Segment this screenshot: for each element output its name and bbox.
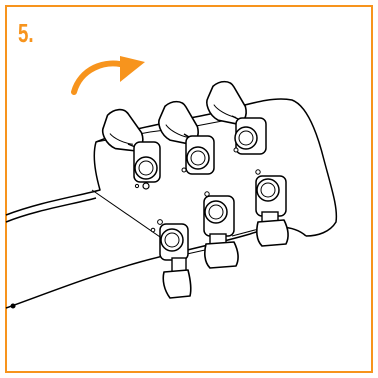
tuner-post xyxy=(203,191,235,247)
clockwise-arrow-icon xyxy=(71,56,145,95)
tuner-post xyxy=(150,219,189,273)
tuning-peg-icon xyxy=(204,241,239,269)
tuner-post xyxy=(181,133,215,175)
tuner-post xyxy=(127,141,161,190)
tuner-post xyxy=(255,169,287,225)
tuning-peg-icon xyxy=(162,269,192,299)
tuning-peg-icon xyxy=(256,219,289,247)
step-number: 5. xyxy=(18,18,34,48)
illustration-frame xyxy=(5,5,373,373)
tuner-post xyxy=(231,115,267,155)
